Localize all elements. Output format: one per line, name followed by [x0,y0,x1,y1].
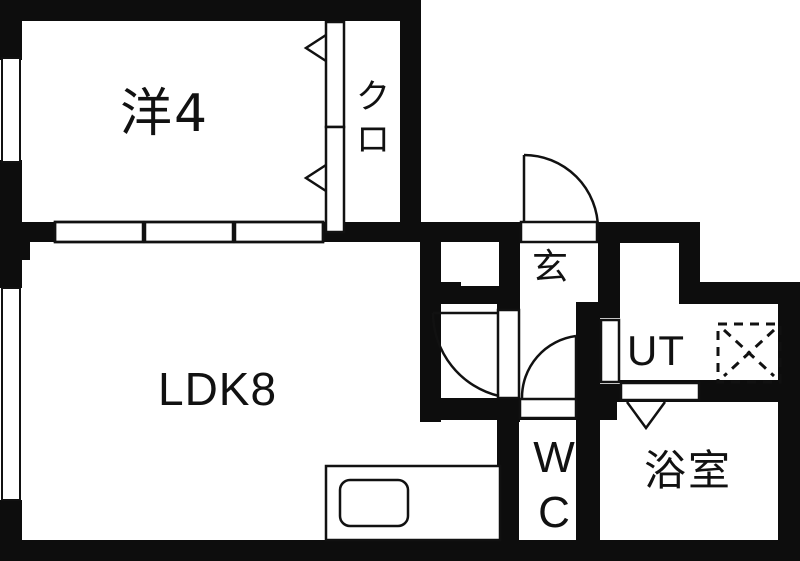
ut-sliding-door [599,318,621,384]
wc-door [518,334,578,420]
entrance-door [519,153,600,244]
bathroom-folding-door [619,381,701,431]
kitchen-sink [338,478,410,528]
room-label-utility: UT [627,327,685,374]
room-label-ldk: LDK8 [158,363,278,415]
room-label-bedroom: 洋4 [120,84,210,144]
room-label-closet: ク ロ [356,77,390,160]
washing-machine-placement [716,322,782,384]
ldk-door [431,308,521,400]
room-label-bathroom: 浴室 [644,446,733,495]
kitchen-counter [324,464,502,542]
room-label-wc: W C [533,433,575,537]
fixtures-and-doors [53,20,701,542]
closet-sliding-doors [303,20,346,234]
bedroom-partition-doors [53,220,325,244]
room-label-genkan: 玄 [532,247,569,288]
